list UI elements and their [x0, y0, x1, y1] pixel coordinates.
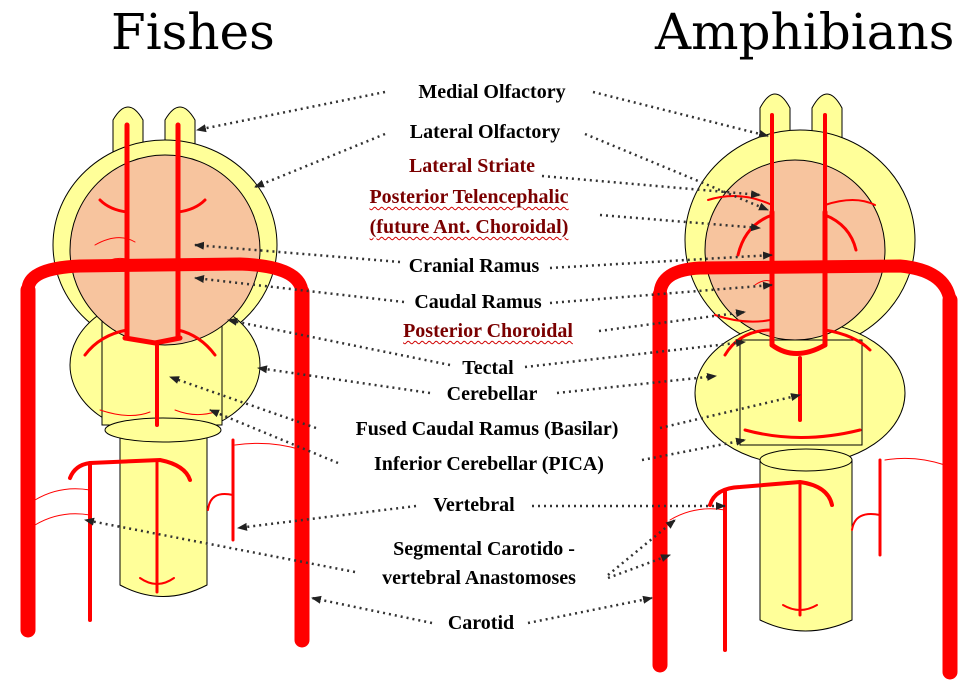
- pointer-lines: [84, 90, 801, 625]
- label-future-ant-choroidal: (future Ant. Choroidal): [369, 216, 569, 238]
- label-cranial-ramus: Cranial Ramus: [408, 255, 540, 277]
- fish-spinal-cord-top: [104, 417, 222, 443]
- fish-carotid-arch: [21, 257, 309, 299]
- label-caudal-ramus: Caudal Ramus: [414, 291, 542, 313]
- label-carotid: Carotid: [447, 612, 515, 634]
- label-lateral-olfactory: Lateral Olfactory: [409, 121, 561, 143]
- fish-hemisphere: [69, 154, 261, 346]
- fish-vertebral: [68, 457, 192, 482]
- amphibian-brain: [684, 93, 916, 632]
- fish-arteries: [20, 122, 310, 648]
- label-tectal: Tectal: [462, 357, 514, 379]
- label-posterior-telencephalic: Posterior Telencephalic: [369, 186, 569, 208]
- label-lateral-striate: Lateral Striate: [408, 155, 536, 177]
- label-medial-olfactory: Medial Olfactory: [418, 81, 566, 103]
- fish-brain: [52, 106, 278, 597]
- label-fused-caudal-ramus: Fused Caudal Ramus (Basilar): [355, 418, 619, 440]
- label-cerebellar: Cerebellar: [446, 383, 538, 405]
- amph-spinal-cord: [759, 460, 853, 632]
- amph-hemisphere: [704, 159, 886, 341]
- label-segmental-line1: Segmental Carotido -: [393, 538, 575, 560]
- title-fishes: Fishes: [111, 3, 275, 61]
- title-amphibians: Amphibians: [655, 3, 955, 61]
- label-posterior-choroidal: Posterior Choroidal: [403, 320, 573, 342]
- amph-spinal-cord-top: [759, 448, 853, 472]
- label-segmental-line2: vertebral Anastomoses: [382, 567, 576, 589]
- label-inferior-cerebellar: Inferior Cerebellar (PICA): [374, 453, 604, 475]
- amphibian-arteries: [652, 113, 958, 680]
- amph-carotid-arch: [653, 259, 957, 307]
- fish-spinal-cord: [119, 430, 208, 597]
- label-vertebral: Vertebral: [433, 494, 515, 516]
